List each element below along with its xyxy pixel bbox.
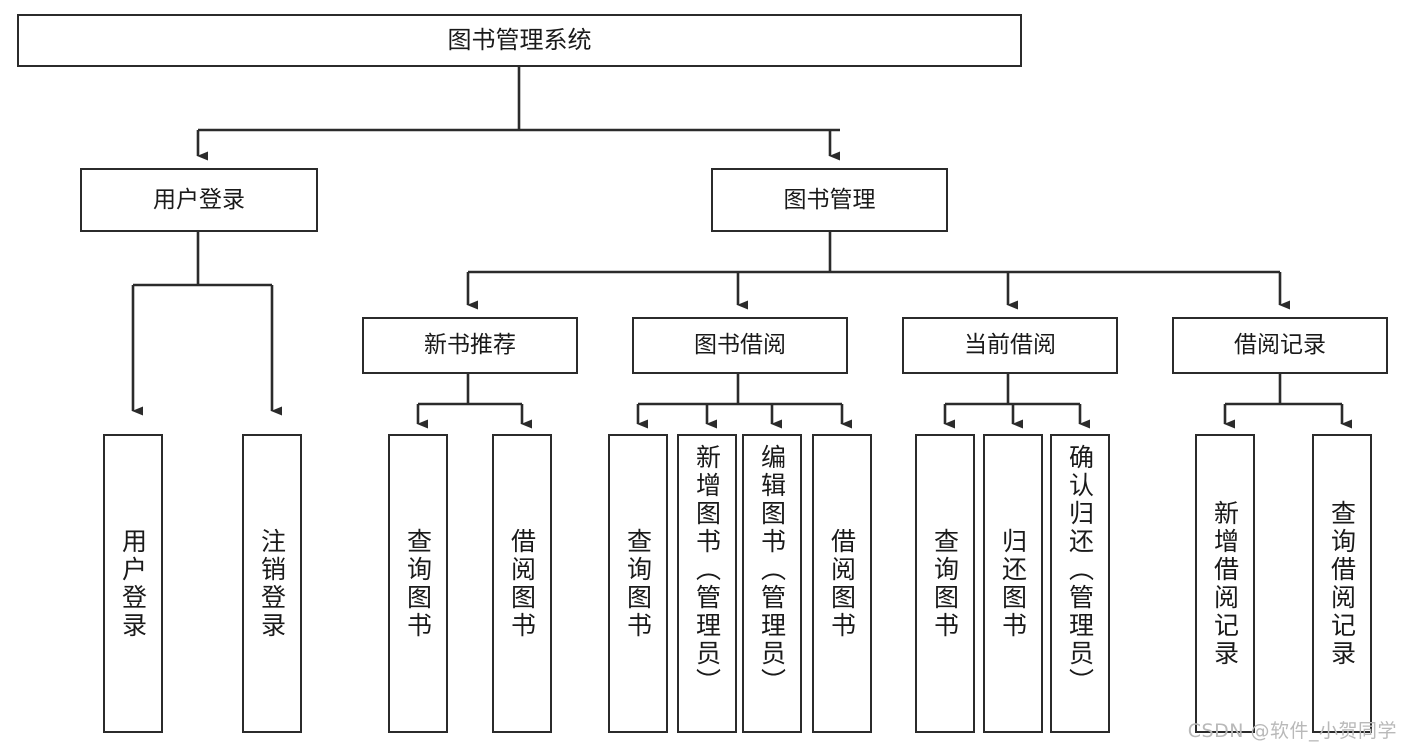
node-borrow-records[interactable]: 借阅记录 bbox=[1172, 317, 1388, 374]
node-label: 确认归还（管理员） bbox=[1065, 444, 1095, 696]
leaf-logout[interactable]: 注销登录 bbox=[242, 434, 302, 733]
leaf-borrow-book[interactable]: 借阅图书 bbox=[812, 434, 872, 733]
node-label: 新增借阅记录 bbox=[1210, 499, 1240, 668]
leaf-query-book-borrow[interactable]: 查询图书 bbox=[608, 434, 668, 733]
node-label: 当前借阅 bbox=[964, 332, 1056, 359]
node-label: 注销登录 bbox=[257, 527, 287, 640]
node-label: 新增图书（管理员） bbox=[692, 444, 722, 696]
node-label: 新书推荐 bbox=[424, 332, 516, 359]
node-label: 图书管理系统 bbox=[447, 25, 592, 54]
leaf-add-book-admin[interactable]: 新增图书（管理员） bbox=[677, 434, 737, 733]
leaf-query-book-recommend[interactable]: 查询图书 bbox=[388, 434, 448, 733]
leaf-edit-book-admin[interactable]: 编辑图书（管理员） bbox=[742, 434, 802, 733]
node-label: 归还图书 bbox=[998, 527, 1028, 640]
leaf-query-borrow-record[interactable]: 查询借阅记录 bbox=[1312, 434, 1372, 733]
node-label: 查询图书 bbox=[930, 527, 960, 640]
csdn-watermark: CSDN @软件_小贺同学 bbox=[1187, 720, 1397, 742]
node-label: 查询图书 bbox=[403, 527, 433, 640]
leaf-return-book[interactable]: 归还图书 bbox=[983, 434, 1043, 733]
node-label: 用户登录 bbox=[118, 527, 148, 640]
node-label: 图书管理 bbox=[783, 186, 876, 213]
leaf-borrow-book-recommend[interactable]: 借阅图书 bbox=[492, 434, 552, 733]
node-new-book-recommend[interactable]: 新书推荐 bbox=[362, 317, 578, 374]
node-label: 借阅记录 bbox=[1234, 332, 1326, 359]
node-label: 查询图书 bbox=[623, 527, 653, 640]
leaf-confirm-return-admin[interactable]: 确认归还（管理员） bbox=[1050, 434, 1110, 733]
node-user-login[interactable]: 用户登录 bbox=[80, 168, 318, 232]
node-label: 图书借阅 bbox=[694, 332, 786, 359]
node-label: 借阅图书 bbox=[507, 527, 537, 640]
node-label: 用户登录 bbox=[153, 186, 245, 213]
leaf-query-book-current[interactable]: 查询图书 bbox=[915, 434, 975, 733]
node-label: 编辑图书（管理员） bbox=[757, 444, 787, 696]
node-book-management[interactable]: 图书管理 bbox=[711, 168, 948, 232]
node-label: 查询借阅记录 bbox=[1327, 499, 1357, 668]
leaf-user-login[interactable]: 用户登录 bbox=[103, 434, 163, 733]
node-label: 借阅图书 bbox=[827, 527, 857, 640]
node-book-borrow[interactable]: 图书借阅 bbox=[632, 317, 848, 374]
node-root-system[interactable]: 图书管理系统 bbox=[17, 14, 1022, 67]
node-current-borrow[interactable]: 当前借阅 bbox=[902, 317, 1118, 374]
leaf-add-borrow-record[interactable]: 新增借阅记录 bbox=[1195, 434, 1255, 733]
